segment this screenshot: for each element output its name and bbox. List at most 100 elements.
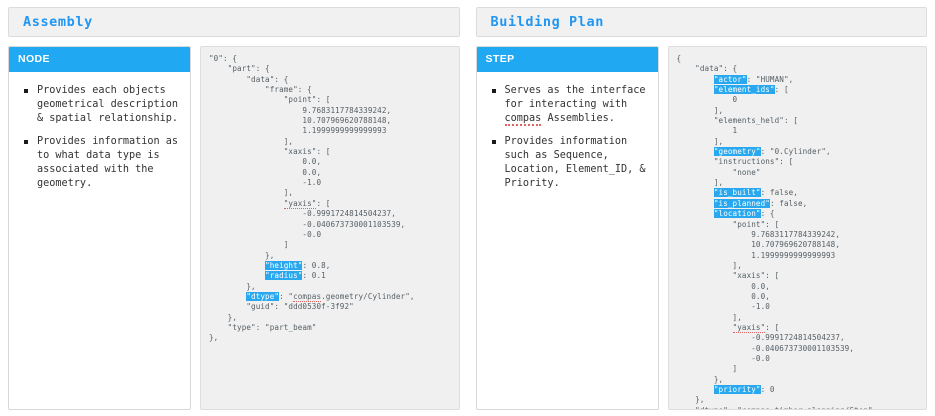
code-token: -1.0 <box>209 178 322 188</box>
bullet-list-step: Serves as the interface for interacting … <box>479 84 652 191</box>
description-card-body-step: Serves as the interface for interacting … <box>477 72 658 409</box>
code-token: "data": { <box>676 64 738 74</box>
code-token: { <box>676 54 682 63</box>
code-token <box>677 85 714 94</box>
code-token: ], <box>676 136 724 146</box>
code-block-card-assembly[interactable]: "0": { "part": { "data": { "frame": { "p… <box>200 46 460 410</box>
panel-assembly: Assembly NODE Provides each objects geom… <box>8 7 460 410</box>
code-token <box>677 147 714 156</box>
code-token <box>677 199 714 208</box>
code-token: "frame": { <box>209 85 312 95</box>
code-token: : false, <box>769 198 808 208</box>
code-token: 9.7683117784339242, <box>676 229 841 239</box>
code-token: "point": [ <box>676 219 780 229</box>
code-highlight: "is_built" <box>713 188 761 198</box>
description-card-step: STEP Serves as the interface for interac… <box>475 46 659 410</box>
code-token: : [ <box>774 85 789 95</box>
code-token: 0.0, <box>209 157 322 167</box>
code-token: "xaxis": [ <box>676 271 780 281</box>
code-token: }, <box>209 333 219 343</box>
code-token <box>677 75 714 84</box>
code-token <box>209 292 246 301</box>
code-token: -0.040673730001103539, <box>209 219 406 229</box>
code-token: : 0 <box>760 385 775 394</box>
code-token: ], <box>676 260 742 270</box>
code-token: "xaxis": [ <box>209 147 331 157</box>
code-token: "yaxis" <box>283 198 317 209</box>
code-token: ] <box>676 364 738 374</box>
code-token <box>677 209 714 218</box>
code-token: ], <box>209 136 294 146</box>
list-item: Provides information as to what data typ… <box>24 135 184 192</box>
code-token: }, <box>676 374 724 384</box>
code-token: : false, <box>760 188 798 198</box>
code-token: : "HUMAN", <box>746 74 794 84</box>
code-token: : "0.Cylinder", <box>760 147 831 157</box>
code-token: : [ <box>765 322 780 332</box>
code-token: "point": [ <box>209 95 331 105</box>
code-token: ] <box>209 240 289 250</box>
code-highlight: "actor" <box>713 74 747 84</box>
code-token: 0 <box>676 95 738 105</box>
code-token: : 0.8, <box>302 260 331 270</box>
code-token: ], <box>209 188 294 198</box>
code-token: 1.1999999999999993 <box>209 126 387 136</box>
code-token: : " <box>279 291 294 301</box>
code-token <box>209 271 265 280</box>
code-token: 1.1999999999999993 <box>676 250 836 260</box>
code-token: ], <box>676 178 724 188</box>
code-highlight: "element_ids" <box>713 85 775 95</box>
code-token: "none" <box>676 167 761 177</box>
page-title-assembly: Assembly <box>23 14 93 30</box>
code-token: .geometry/Cylinder", <box>321 291 415 301</box>
code-token: -0.0 <box>209 229 322 239</box>
panel-body-assembly: NODE Provides each objects geometrical d… <box>8 46 460 410</box>
code-token <box>677 323 733 332</box>
code-token: -0.0 <box>676 353 770 363</box>
code-token: "yaxis" <box>732 322 766 333</box>
description-card-header-step: STEP <box>476 47 658 72</box>
code-token: }, <box>676 395 705 405</box>
code-highlight: "is_planned" <box>713 198 770 208</box>
code-token: 0.0, <box>209 167 322 177</box>
code-block-building-plan: { "data": { "actor": "HUMAN", "element_i… <box>676 54 921 409</box>
list-item: Provides information such as Sequence, L… <box>491 135 652 192</box>
page-title-building-plan: Building Plan <box>490 14 604 30</box>
panel-body-building-plan: STEP Serves as the interface for interac… <box>475 46 927 410</box>
spellcheck-underline: compas <box>504 113 542 127</box>
code-token: 10.707969620788148, <box>676 240 841 250</box>
description-card-header-node: NODE <box>9 47 190 72</box>
code-block-card-building-plan[interactable]: { "data": { "actor": "HUMAN", "element_i… <box>667 46 927 410</box>
code-highlight: "height" <box>265 260 303 270</box>
code-token: ], <box>676 105 724 115</box>
code-token: "data": { <box>209 74 289 84</box>
code-token: }, <box>209 312 238 322</box>
bullet-list-node: Provides each objects geometrical descri… <box>11 84 184 191</box>
code-token: compas <box>293 291 322 302</box>
code-token: "0": { <box>209 54 238 63</box>
code-token: 10.707969620788148, <box>209 116 392 126</box>
code-token: "dtype": "compas_timber.planning/Step", <box>677 406 878 409</box>
panel-title-bar-assembly: Assembly <box>8 7 460 37</box>
list-item: Serves as the interface for interacting … <box>491 84 652 127</box>
code-highlight: "location" <box>713 209 761 219</box>
code-highlight: "dtype" <box>246 291 280 301</box>
code-token: 9.7683117784339242, <box>209 105 392 115</box>
code-token: "elements_held": [ <box>676 116 798 126</box>
code-token: "guid": "ddd0530f-3f92" <box>209 302 354 312</box>
code-highlight: "geometry" <box>713 147 761 157</box>
code-token <box>677 385 714 394</box>
code-token: -1.0 <box>676 302 770 312</box>
description-card-node: NODE Provides each objects geometrical d… <box>8 46 191 410</box>
code-token: 0.0, <box>676 291 770 301</box>
code-token: "part": { <box>209 64 270 74</box>
code-token: -0.9991724814504237, <box>676 333 845 343</box>
code-token: : [ <box>316 198 331 208</box>
code-block-assembly: "0": { "part": { "data": { "frame": { "p… <box>209 54 453 344</box>
list-item: Provides each objects geometrical descri… <box>24 84 184 127</box>
panel-building-plan: Building Plan STEP Serves as the interfa… <box>468 0 935 416</box>
panel-title-bar-building-plan: Building Plan <box>475 7 927 37</box>
code-highlight: "radius" <box>265 271 303 281</box>
code-token: : { <box>760 209 775 219</box>
